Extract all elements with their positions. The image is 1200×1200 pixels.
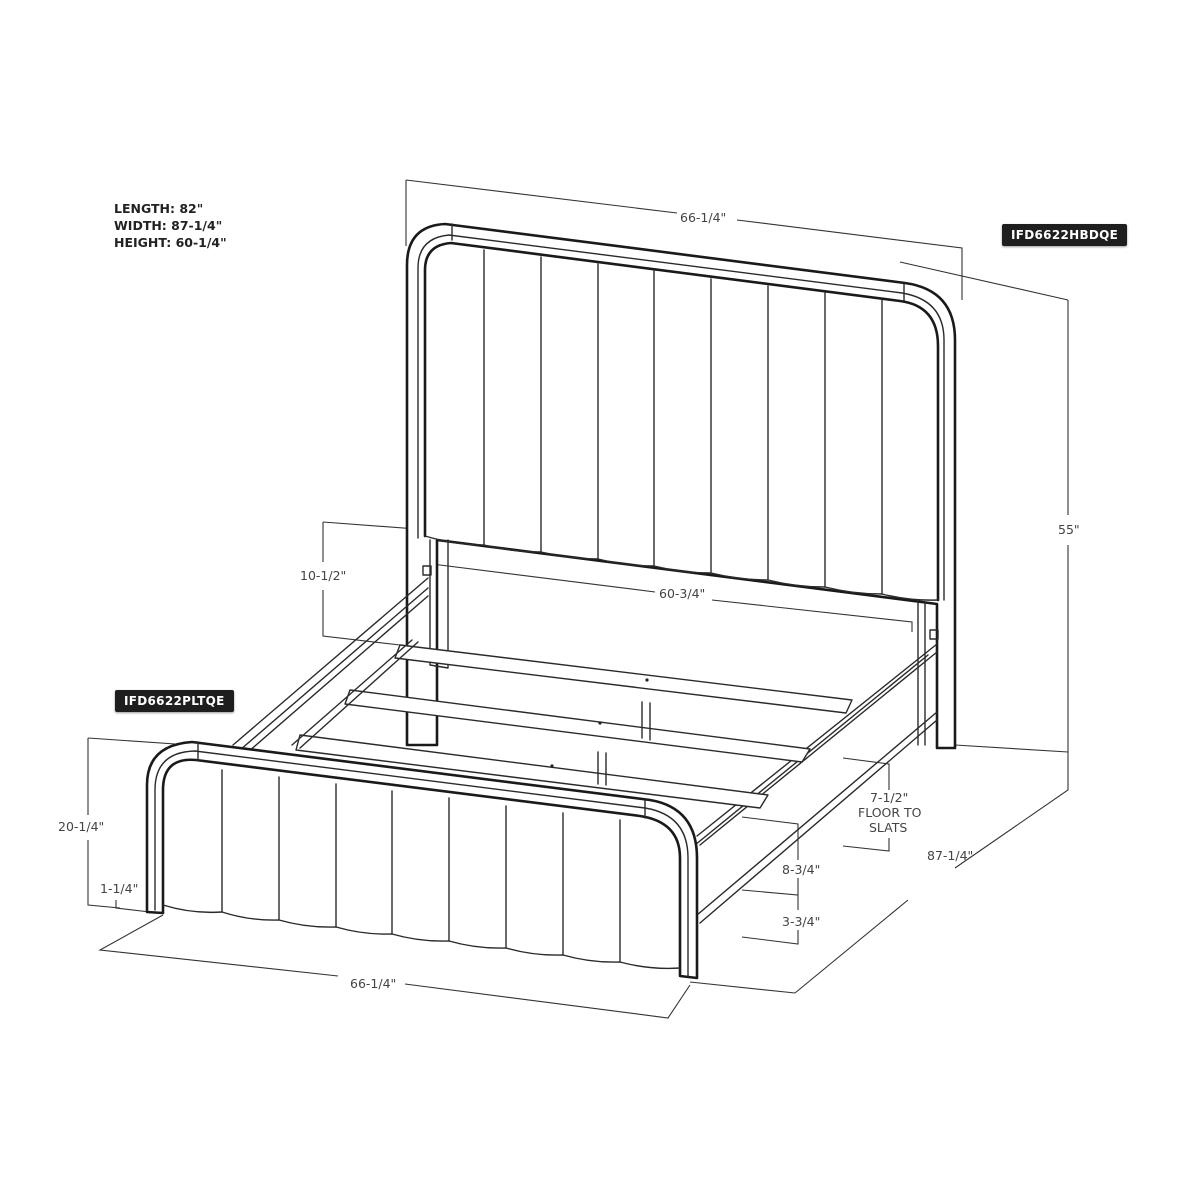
headboard-part-label: IFD6622HBDQE xyxy=(1002,224,1128,246)
dim-floor-to-slats-line1: FLOOR TO xyxy=(858,805,922,820)
overall-dimensions-spec: LENGTH: 82" WIDTH: 87-1/4" HEIGHT: 60-1/… xyxy=(114,200,227,251)
width-spec: WIDTH: 87-1/4" xyxy=(114,218,223,233)
dim-floor-to-slats: 7-1/2" xyxy=(870,790,908,805)
dim-footboard-height: 20-1/4" xyxy=(58,819,104,834)
side-rails-and-slats xyxy=(232,577,938,924)
dim-rail-clearance: 3-3/4" xyxy=(782,914,820,929)
footboard-part-label: IFD6622PLTQE xyxy=(115,690,234,712)
dim-leg-clearance: 10-1/2" xyxy=(300,568,346,583)
footboard xyxy=(145,740,699,980)
height-spec: HEIGHT: 60-1/4" xyxy=(114,235,227,250)
dimension-labels: 66-1/4" 55" 60-3/4" 10-1/2" 20-1/4" 1-1/… xyxy=(58,210,1080,991)
dim-inner-width: 60-3/4" xyxy=(659,586,705,601)
dim-footboard-width: 66-1/4" xyxy=(350,976,396,991)
dim-rail-height: 8-3/4" xyxy=(782,862,820,877)
dim-headboard-height: 55" xyxy=(1058,522,1080,537)
dim-headboard-width: 66-1/4" xyxy=(680,210,726,225)
dim-floor-to-slats-line2: SLATS xyxy=(869,820,907,835)
length-spec: LENGTH: 82" xyxy=(114,201,204,216)
headboard xyxy=(405,222,957,750)
dim-footboard-leg: 1-1/4" xyxy=(100,881,138,896)
dimension-lines xyxy=(87,179,1069,1019)
dim-overall-length: 87-1/4" xyxy=(927,848,973,863)
